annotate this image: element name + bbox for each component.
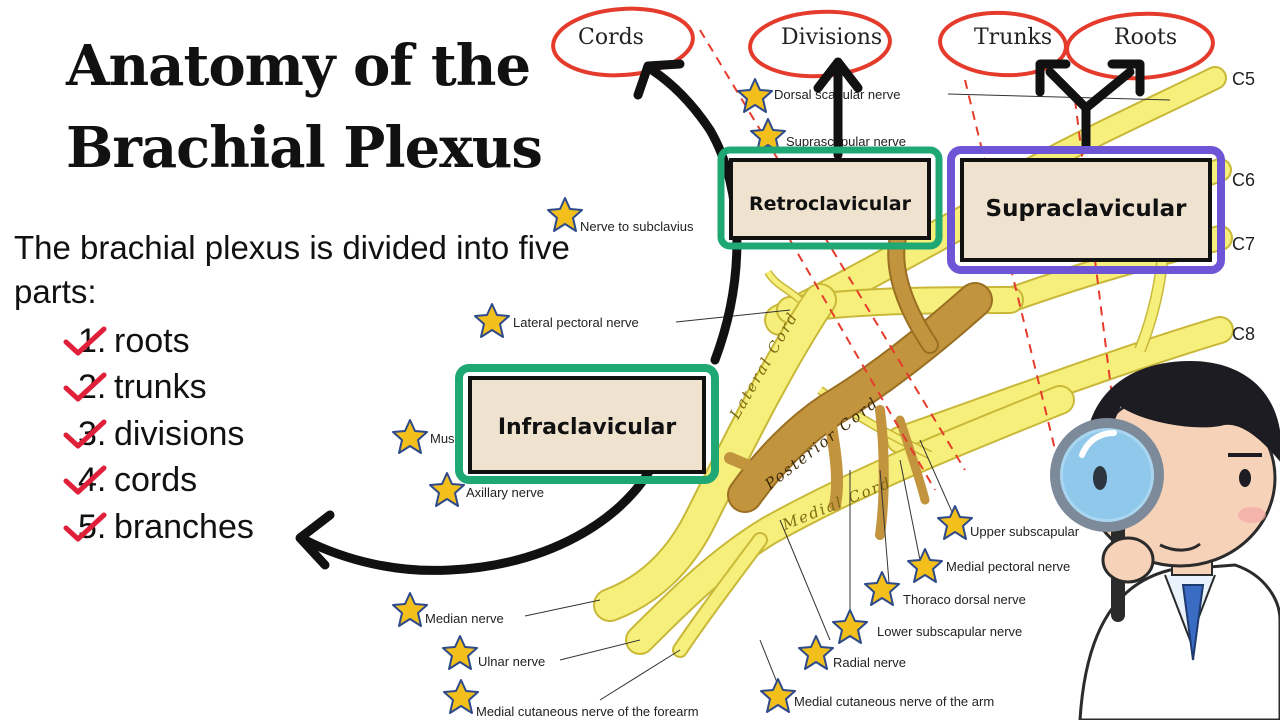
region-boundaries [699,29,1121,491]
page-title-line-2: Brachial Plexus [66,115,543,181]
intro-text: The brachial plexus is divided into five… [14,229,570,310]
region-box-supra: Supraclavicular [947,146,1225,274]
nerve-label-mc-arm: Medial cutaneous nerve of the arm [794,694,994,709]
nerve-label-thoracodorsal: Thoraco dorsal nerve [903,592,1026,607]
list-label: cords [114,461,198,499]
list-item-trunks: 2.trunks [78,364,207,410]
check-icon [63,326,107,356]
check-icon [63,372,107,402]
region-label-retro: Retroclavicular [749,193,912,215]
region-box-infra: Infraclavicular [455,364,719,484]
header-trunks: Trunks [974,25,1052,50]
root-label-c7: C7 [1232,234,1255,254]
check-icon [63,419,107,449]
root-label-c8: C8 [1232,324,1255,344]
posterior-cord [724,221,993,540]
check-icon [63,465,107,495]
nerve-label-mc-forearm: Medial cutaneous nerve of the forearm [476,704,699,719]
nerve-label-ulnar: Ulnar nerve [478,654,545,669]
nerve-label-musculocutaneous: Mus [430,431,455,446]
check-icon [63,512,107,542]
list-label: trunks [114,368,207,406]
region-label-supra: Supraclavicular [986,196,1188,222]
list-label: divisions [114,415,245,453]
leader-lines [524,93,1171,701]
header-roots: Roots [1114,25,1177,50]
list-label: roots [114,322,190,360]
root-label-c5: C5 [1232,69,1255,89]
list-label: branches [114,508,254,546]
header-divisions: Divisions [781,25,882,50]
region-box-retro: Retroclavicular [717,146,943,250]
nerve-label-radial: Radial nerve [833,655,906,670]
nerve-label-axillary: Axillary nerve [466,485,544,500]
nerve-label-lower-subscapular: Lower subscapular nerve [877,624,1022,639]
list-item-divisions: 3.divisions [78,411,244,457]
header-cords: Cords [578,25,644,50]
nerve-label-subclavius: Nerve to subclavius [580,219,694,234]
nerve-label-suprascapular: Suprascapular nerve [786,134,906,149]
doctor-illustration [1050,360,1280,720]
page-title-line-1: Anatomy of the [66,33,531,99]
arrows [295,57,1145,575]
root-label-c6: C6 [1232,170,1255,190]
nerve-label-upper-subscapular: Upper subscapular [970,524,1080,539]
region-label-infra: Infraclavicular [498,415,677,440]
nerve-label-lateral-pectoral: Lateral pectoral nerve [513,315,639,330]
nerve-label-median: Median nerve [425,611,504,626]
nerve-label-medial-pectoral: Medial pectoral nerve [946,559,1070,574]
